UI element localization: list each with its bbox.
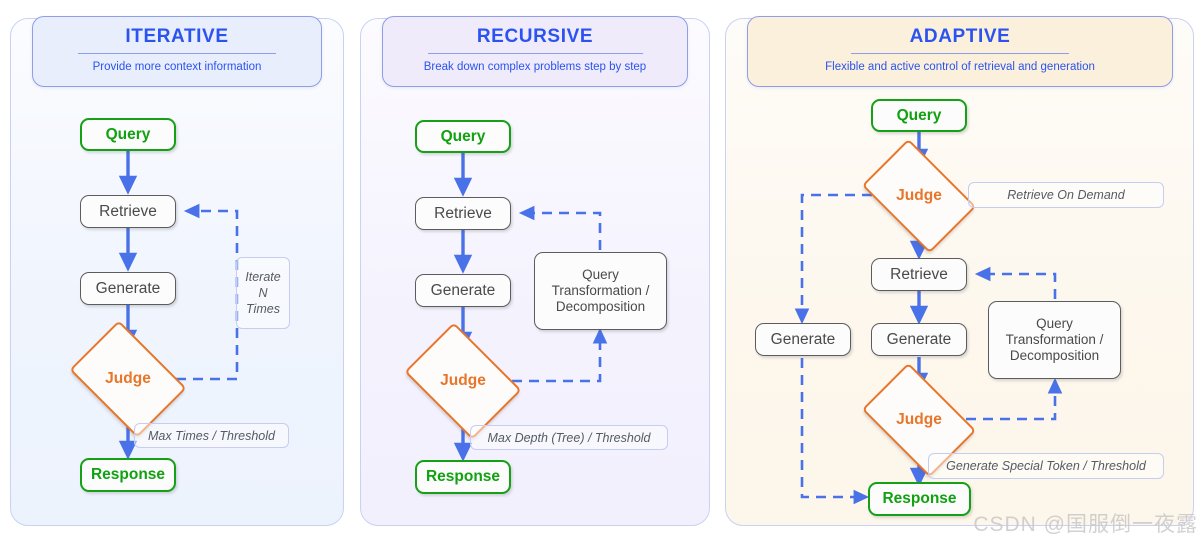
qt-line-3: Decomposition [1009,348,1100,363]
header-card-iterative: ITERATIVE Provide more context informati… [32,16,322,87]
qt-line-3: Decomposition [555,299,646,314]
iterate-line-1: Iterate [245,270,281,284]
node-recursive-judge[interactable]: Judge [404,322,522,440]
node-adaptive-query[interactable]: Query [871,99,967,132]
node-adaptive-generate-center[interactable]: Generate [871,323,967,356]
node-iterative-retrieve[interactable]: Retrieve [80,195,176,228]
node-recursive-query-transformation[interactable]: Query Transformation / Decomposition [534,252,667,330]
node-recursive-response[interactable]: Response [415,460,511,494]
node-recursive-retrieve[interactable]: Retrieve [415,197,511,230]
node-recursive-generate[interactable]: Generate [415,274,511,307]
watermark: CSDN @国服倒一夜露 [973,513,1198,536]
node-recursive-query[interactable]: Query [415,120,511,153]
iterate-line-3: Times [246,302,280,316]
label-retrieve-on-demand: Retrieve On Demand [968,182,1164,208]
node-iterative-query[interactable]: Query [80,118,176,151]
node-iterative-generate[interactable]: Generate [80,272,176,305]
panel-subtitle-adaptive: Flexible and active control of retrieval… [825,61,1095,73]
node-label-judge: Judge [896,187,942,204]
panel-title-adaptive: ADAPTIVE [909,26,1011,47]
node-adaptive-query-transformation[interactable]: Query Transformation / Decomposition [988,301,1121,379]
node-adaptive-generate-left[interactable]: Generate [755,323,851,356]
panel-subtitle-iterative: Provide more context information [92,61,262,73]
header-card-adaptive: ADAPTIVE Flexible and active control of … [747,16,1173,87]
header-divider [78,53,276,54]
panel-iterative [10,18,344,526]
header-divider [851,53,1069,54]
node-iterative-judge[interactable]: Judge [69,320,187,438]
qt-line-1: Query [582,267,619,282]
node-adaptive-judge-top[interactable]: Judge [861,138,977,254]
node-label-judge: Judge [896,411,942,428]
node-adaptive-response[interactable]: Response [868,482,971,516]
label-max-times-threshold: Max Times / Threshold [134,423,289,448]
node-adaptive-retrieve[interactable]: Retrieve [871,258,967,291]
header-divider [427,53,643,54]
label-generate-special-token: Generate Special Token / Threshold [928,453,1164,479]
panel-subtitle-recursive: Break down complex problems step by step [423,61,647,73]
node-adaptive-judge-bottom[interactable]: Judge [861,362,977,478]
label-max-depth-threshold: Max Depth (Tree) / Threshold [470,425,668,450]
iterate-line-2: N [258,286,268,300]
qt-line-2: Transformation / [1005,332,1104,347]
node-iterative-response[interactable]: Response [80,458,176,492]
panel-title-recursive: RECURSIVE [476,26,594,47]
node-label-judge: Judge [105,370,151,387]
qt-line-1: Query [1036,316,1073,331]
label-iterate-n-times: Iterate N Times [236,257,290,329]
panel-title-iterative: ITERATIVE [125,26,229,47]
header-card-recursive: RECURSIVE Break down complex problems st… [382,16,688,87]
node-label-judge: Judge [440,372,486,389]
qt-line-2: Transformation / [551,283,650,298]
